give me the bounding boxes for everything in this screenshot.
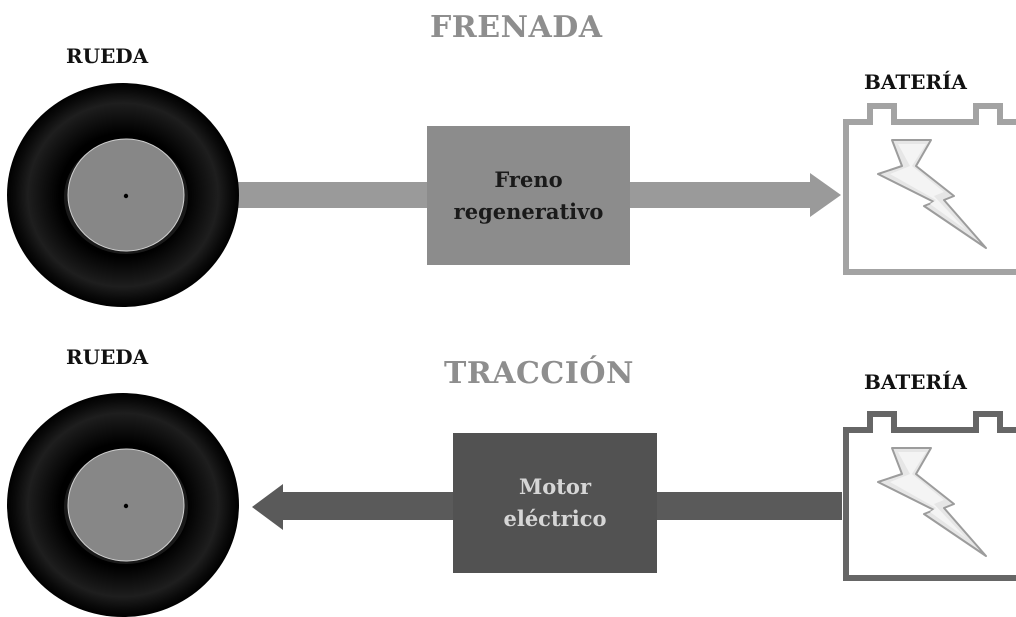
braking-title: FRENADA bbox=[430, 10, 603, 45]
braking-wheel-icon bbox=[7, 83, 239, 307]
traction-title: TRACCIÓN bbox=[444, 356, 634, 391]
traction-lightning-icon bbox=[877, 447, 987, 557]
regenerative-brake-label-line-2: regenerativo bbox=[453, 198, 604, 224]
electric-motor-box: Motor eléctrico bbox=[453, 433, 657, 573]
braking-battery-icon bbox=[843, 103, 1016, 275]
regenerative-brake-label-line-1: Freno bbox=[494, 166, 563, 192]
electric-motor-label-line-2: eléctrico bbox=[503, 506, 607, 531]
traction-wheel-icon bbox=[7, 393, 239, 617]
traction-wheel-label: RUEDA bbox=[66, 345, 149, 369]
braking-wheel-label: RUEDA bbox=[66, 44, 149, 68]
traction-battery-icon bbox=[843, 411, 1016, 581]
braking-battery-label: BATERÍA bbox=[864, 70, 967, 94]
regenerative-brake-box: Freno regenerativo bbox=[427, 126, 630, 265]
traction-battery-label: BATERÍA bbox=[864, 370, 967, 394]
braking-lightning-icon bbox=[877, 139, 987, 249]
electric-motor-label-line-1: Motor bbox=[518, 474, 592, 499]
